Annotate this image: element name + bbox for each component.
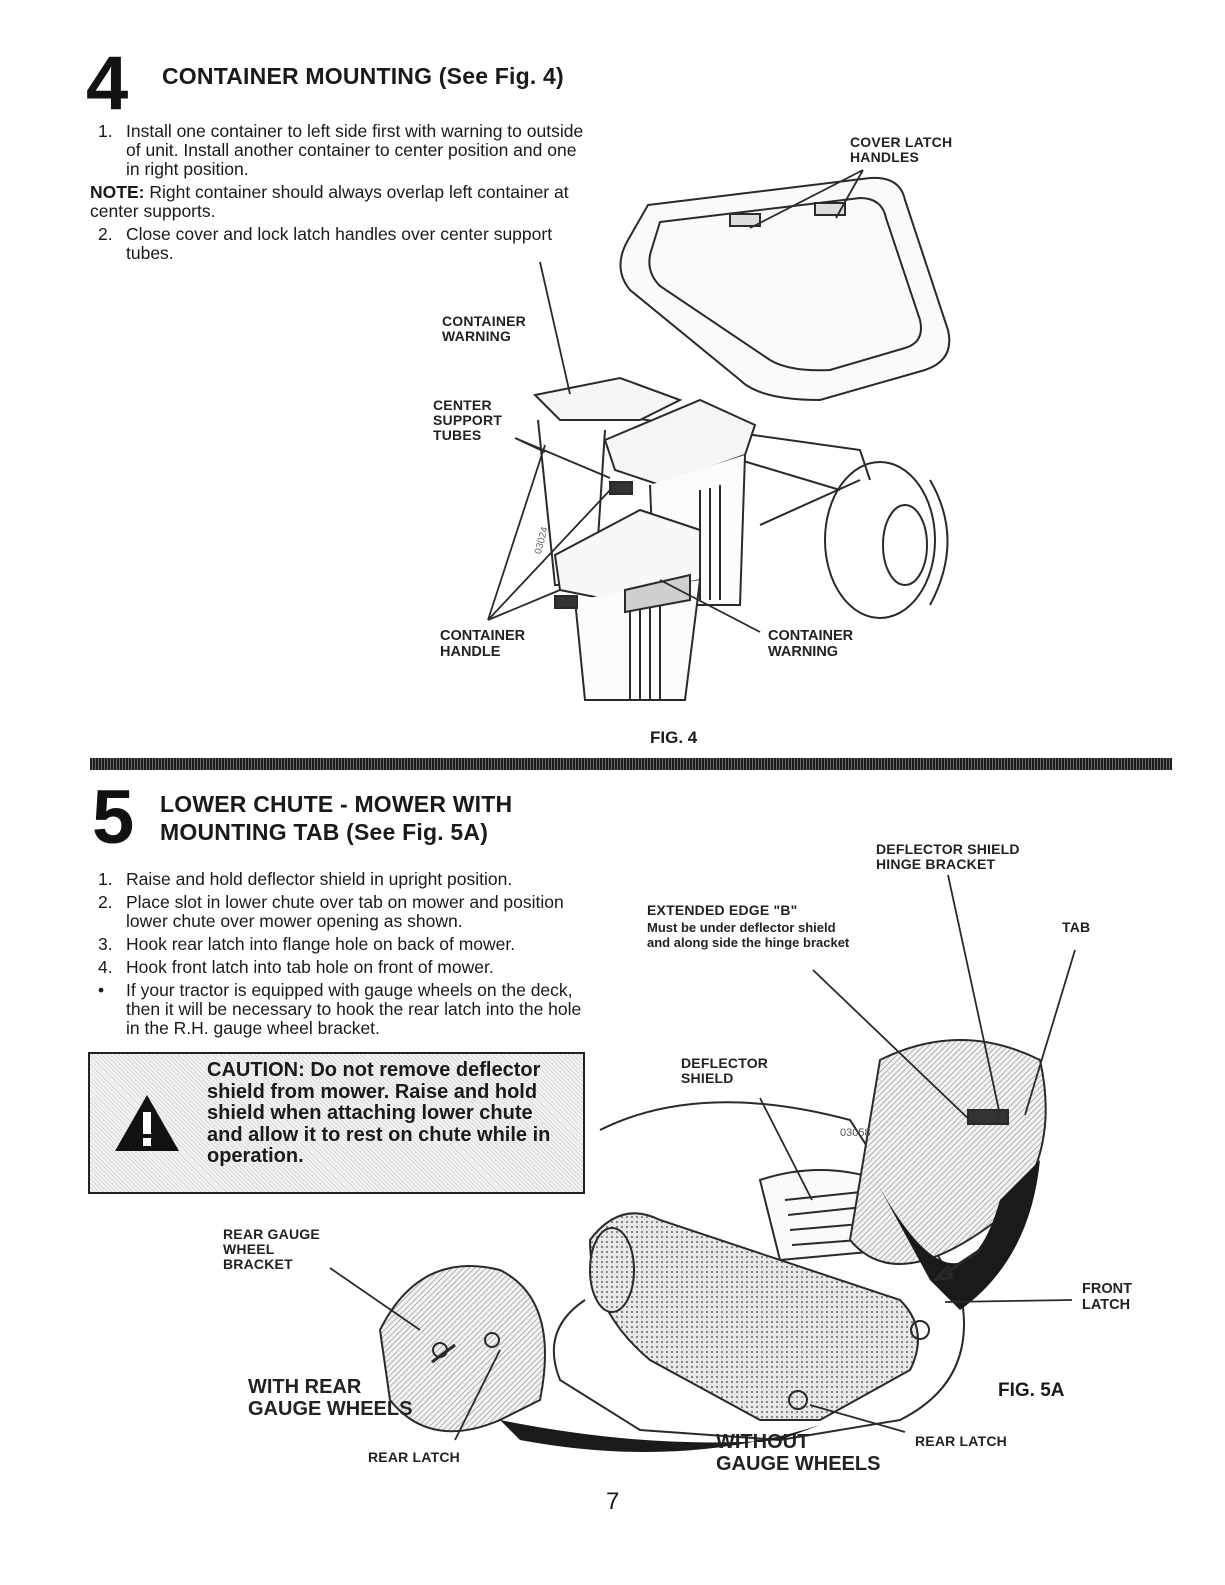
section-4-step-2: 2. Close cover and lock latch handles ov… [90, 225, 590, 263]
section-4-title: CONTAINER MOUNTING (See Fig. 4) [162, 63, 564, 89]
warning-triangle-icon [115, 1095, 179, 1151]
step-text: Hook front latch into tab hole on front … [126, 957, 494, 977]
section-divider [90, 758, 1172, 770]
section-4-instructions: 1. Install one container to left side fi… [90, 122, 590, 267]
step-number: 1. [98, 869, 113, 889]
label-container-warning-bottom: CONTAINER WARNING [768, 628, 854, 660]
section-5-title-line-2: MOUNTING TAB (See Fig. 5A) [160, 819, 489, 845]
figure-5a-illustration [329, 874, 1076, 1452]
label-extended-edge: EXTENDED EDGE "B" [647, 902, 798, 918]
caution-text: CAUTION: Do not remove deflector shield … [207, 1059, 551, 1167]
label-rear-gauge-wheel-bracket: REAR GAUGE WHEEL BRACKET [223, 1226, 320, 1272]
label-without-gauge-wheels: WITHOUT GAUGE WHEELS [716, 1431, 881, 1475]
label-container-handle: CONTAINER HANDLE [440, 628, 526, 660]
label-center-support-tubes: CENTER SUPPORT TUBES [433, 397, 503, 443]
label-deflector-shield: DEFLECTOR SHIELD [681, 1055, 769, 1086]
section-5-title-line-1: LOWER CHUTE - MOWER WITH [160, 791, 513, 817]
step-text: Place slot in lower chute over tab on mo… [126, 892, 564, 931]
label-with-rear-gauge-wheels: WITH REAR GAUGE WHEELS [248, 1376, 413, 1420]
step-text: Install one container to left side first… [126, 121, 584, 179]
figure-4-caption: FIG. 4 [650, 728, 698, 747]
label-deflector-hinge-bracket: DEFLECTOR SHIELD HINGE BRACKET [876, 841, 1020, 872]
note-text: Right container should always overlap le… [90, 182, 569, 221]
figure-4-illustration [487, 169, 951, 701]
figure-5a-caption: FIG. 5A [998, 1380, 1065, 1401]
label-tab: TAB [1062, 919, 1091, 935]
figure-5a-part-code: 03058 [840, 1127, 871, 1139]
label-front-latch: FRONT LATCH [1082, 1281, 1132, 1313]
label-rear-latch-right: REAR LATCH [915, 1433, 1007, 1449]
step-text: Close cover and lock latch handles over … [126, 224, 553, 263]
section-5-step-1: 1. Raise and hold deflector shield in upr… [90, 870, 590, 889]
step-text: If your tractor is equipped with gauge w… [126, 980, 582, 1038]
section-5-step-3: 3. Hook rear latch into flange hole on ba… [90, 935, 590, 954]
label-rear-latch-left: REAR LATCH [368, 1449, 460, 1465]
section-4-note: NOTE: Right container should always over… [90, 183, 590, 221]
step-bullet: • [98, 980, 105, 1000]
label-container-warning-top: CONTAINER WARNING [442, 313, 526, 344]
step-5-number: 5 [92, 775, 135, 860]
step-number: 1. [98, 121, 113, 141]
step-number: 3. [98, 934, 113, 954]
label-extended-edge-desc: Must be under deflector shield and along… [647, 920, 850, 950]
step-text: Hook rear latch into flange hole on back… [126, 934, 516, 954]
step-number: 2. [98, 892, 113, 912]
section-5-instructions: 1. Raise and hold deflector shield in upr… [90, 870, 590, 1042]
page-number: 7 [606, 1488, 620, 1515]
section-5-step-2: 2. Place slot in lower chute over tab on … [90, 893, 590, 931]
section-5-step-4: 4. Hook front latch into tab hole on fron… [90, 958, 590, 977]
step-text: Raise and hold deflector shield in uprig… [126, 869, 513, 889]
section-5-step-bullet: • If your tractor is equipped with gauge … [90, 981, 590, 1038]
section-4-step-1: 1. Install one container to left side fi… [90, 122, 590, 179]
note-label: NOTE: [90, 182, 145, 202]
caution-box: CAUTION: Do not remove deflector shield … [88, 1052, 585, 1194]
step-number: 4. [98, 957, 113, 977]
label-cover-latch-handles: COVER LATCH HANDLES [850, 134, 953, 165]
step-number: 2. [98, 224, 113, 244]
step-4-number: 4 [86, 41, 129, 126]
